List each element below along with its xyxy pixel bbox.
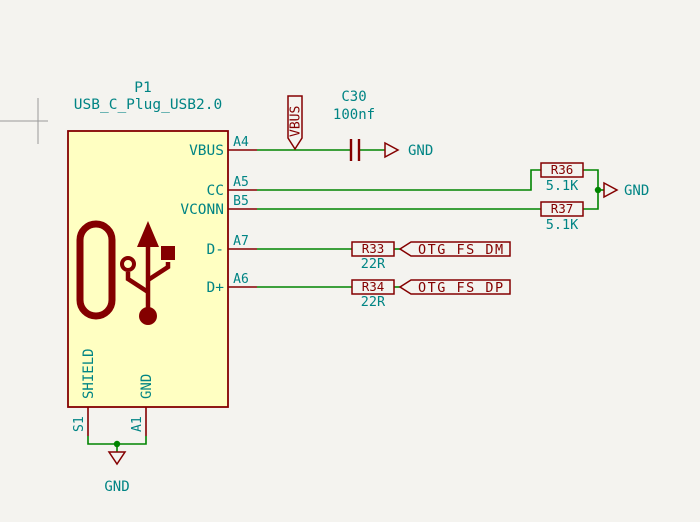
pin-number-vconn: B5 <box>233 194 249 209</box>
pin-name-shield: SHIELD <box>81 348 97 399</box>
wire-r37-out[interactable] <box>583 190 599 210</box>
resistor-r34-reference[interactable]: R34 <box>362 279 385 294</box>
gnd-top-label: GND <box>408 143 433 159</box>
pin-vbus[interactable]: VBUS A4 <box>189 135 257 159</box>
pin-name-dm: D- <box>207 242 224 258</box>
capacitor-c30[interactable]: C30 100nf <box>333 89 375 161</box>
resistor-r34-value[interactable]: 22R <box>361 294 386 310</box>
pin-number-dm: A7 <box>233 234 249 249</box>
pin-name-dp: D+ <box>207 280 225 296</box>
cursor-crosshair-icon <box>0 98 48 144</box>
resistor-r33[interactable]: R33 22R <box>351 241 395 272</box>
pin-name-gnd: GND <box>139 374 155 399</box>
pin-number-gnd: A1 <box>130 416 145 432</box>
net-label-otg-fs-dp-text: OTG FS DP <box>418 280 505 296</box>
connector-reference[interactable]: P1 <box>134 80 151 96</box>
gnd-symbol-top[interactable]: GND <box>384 141 433 159</box>
pin-number-cc: A5 <box>233 175 249 190</box>
resistor-r36-value[interactable]: 5.1K <box>546 178 579 194</box>
connector-value[interactable]: USB_C_Plug_USB2.0 <box>74 97 222 113</box>
resistor-r36[interactable]: R36 5.1K <box>540 162 584 194</box>
pin-number-dp: A6 <box>233 272 249 287</box>
resistor-r34[interactable]: R34 22R <box>351 279 395 310</box>
gnd-symbol-right[interactable]: GND <box>603 181 649 199</box>
wires <box>87 149 604 452</box>
resistor-r37[interactable]: R37 5.1K <box>540 201 584 233</box>
resistor-r33-value[interactable]: 22R <box>361 256 386 272</box>
net-flag-vbus-label: VBUS <box>289 106 304 137</box>
wire-r36-out[interactable] <box>583 169 599 190</box>
pin-dm[interactable]: D- A7 <box>207 234 257 258</box>
resistor-r37-value[interactable]: 5.1K <box>546 217 579 233</box>
wire-cc-to-r36[interactable] <box>257 169 541 191</box>
junction-dot-right <box>594 186 602 194</box>
pin-dp[interactable]: D+ A6 <box>207 272 257 296</box>
resistor-r33-reference[interactable]: R33 <box>362 241 385 256</box>
pin-vconn[interactable]: VCONN B5 <box>180 194 257 218</box>
resistor-r36-reference[interactable]: R36 <box>551 162 574 177</box>
pin-cc[interactable]: CC A5 <box>207 175 257 199</box>
pin-name-vconn: VCONN <box>180 202 224 218</box>
gnd-right-label: GND <box>624 183 649 199</box>
pin-name-cc: CC <box>207 183 224 199</box>
gnd-bottom-label: GND <box>104 479 129 495</box>
usb-icon <box>76 220 175 325</box>
connector-p1[interactable]: P1 USB_C_Plug_USB2.0 VBUS A4 CC A5 V <box>67 80 257 436</box>
net-label-otg-fs-dm[interactable]: OTG FS DM <box>398 241 511 258</box>
pin-name-vbus: VBUS <box>189 143 224 159</box>
gnd-symbol-bottom[interactable]: GND <box>104 451 130 495</box>
resistor-r37-reference[interactable]: R37 <box>551 201 574 216</box>
capacitor-value[interactable]: 100nf <box>333 107 375 123</box>
net-label-otg-fs-dp[interactable]: OTG FS DP <box>398 279 511 296</box>
pin-number-vbus: A4 <box>233 135 249 150</box>
junction-dot-bottom <box>113 440 121 448</box>
net-label-otg-fs-dm-text: OTG FS DM <box>418 242 505 258</box>
net-flag-vbus[interactable]: VBUS <box>287 95 304 151</box>
pin-gnd[interactable]: GND A1 <box>130 374 155 436</box>
capacitor-reference[interactable]: C30 <box>341 89 366 105</box>
pin-shield[interactable]: SHIELD S1 <box>72 348 97 436</box>
pin-number-shield: S1 <box>72 416 87 432</box>
